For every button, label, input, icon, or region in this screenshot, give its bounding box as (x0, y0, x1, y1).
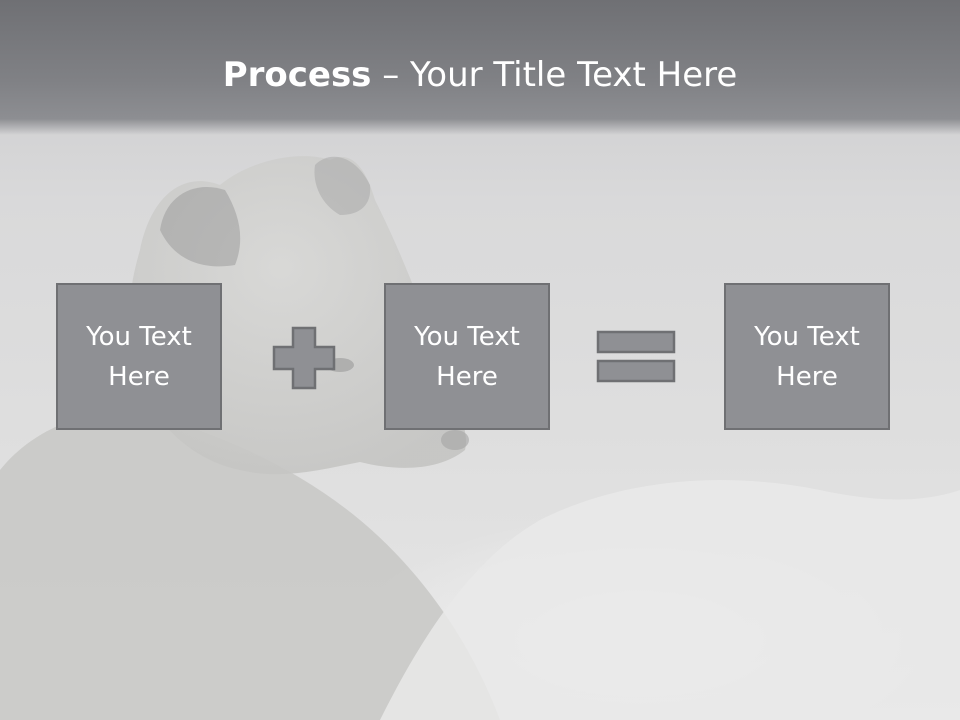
process-box-2-text: You Text Here (414, 321, 520, 392)
title-regular-part: – Your Title Text Here (371, 55, 738, 95)
title-bar (0, 0, 960, 135)
process-box-1-text: You Text Here (86, 321, 192, 392)
title-bold-part: Process (222, 55, 372, 95)
process-box-1[interactable]: You Text Here (56, 283, 222, 430)
equals-icon (596, 330, 676, 383)
slide-title: Process – Your Title Text Here (0, 52, 960, 98)
plus-icon (272, 326, 336, 390)
process-box-2[interactable]: You Text Here (384, 283, 550, 430)
process-box-3-text: You Text Here (754, 321, 860, 392)
process-box-3[interactable]: You Text Here (724, 283, 890, 430)
